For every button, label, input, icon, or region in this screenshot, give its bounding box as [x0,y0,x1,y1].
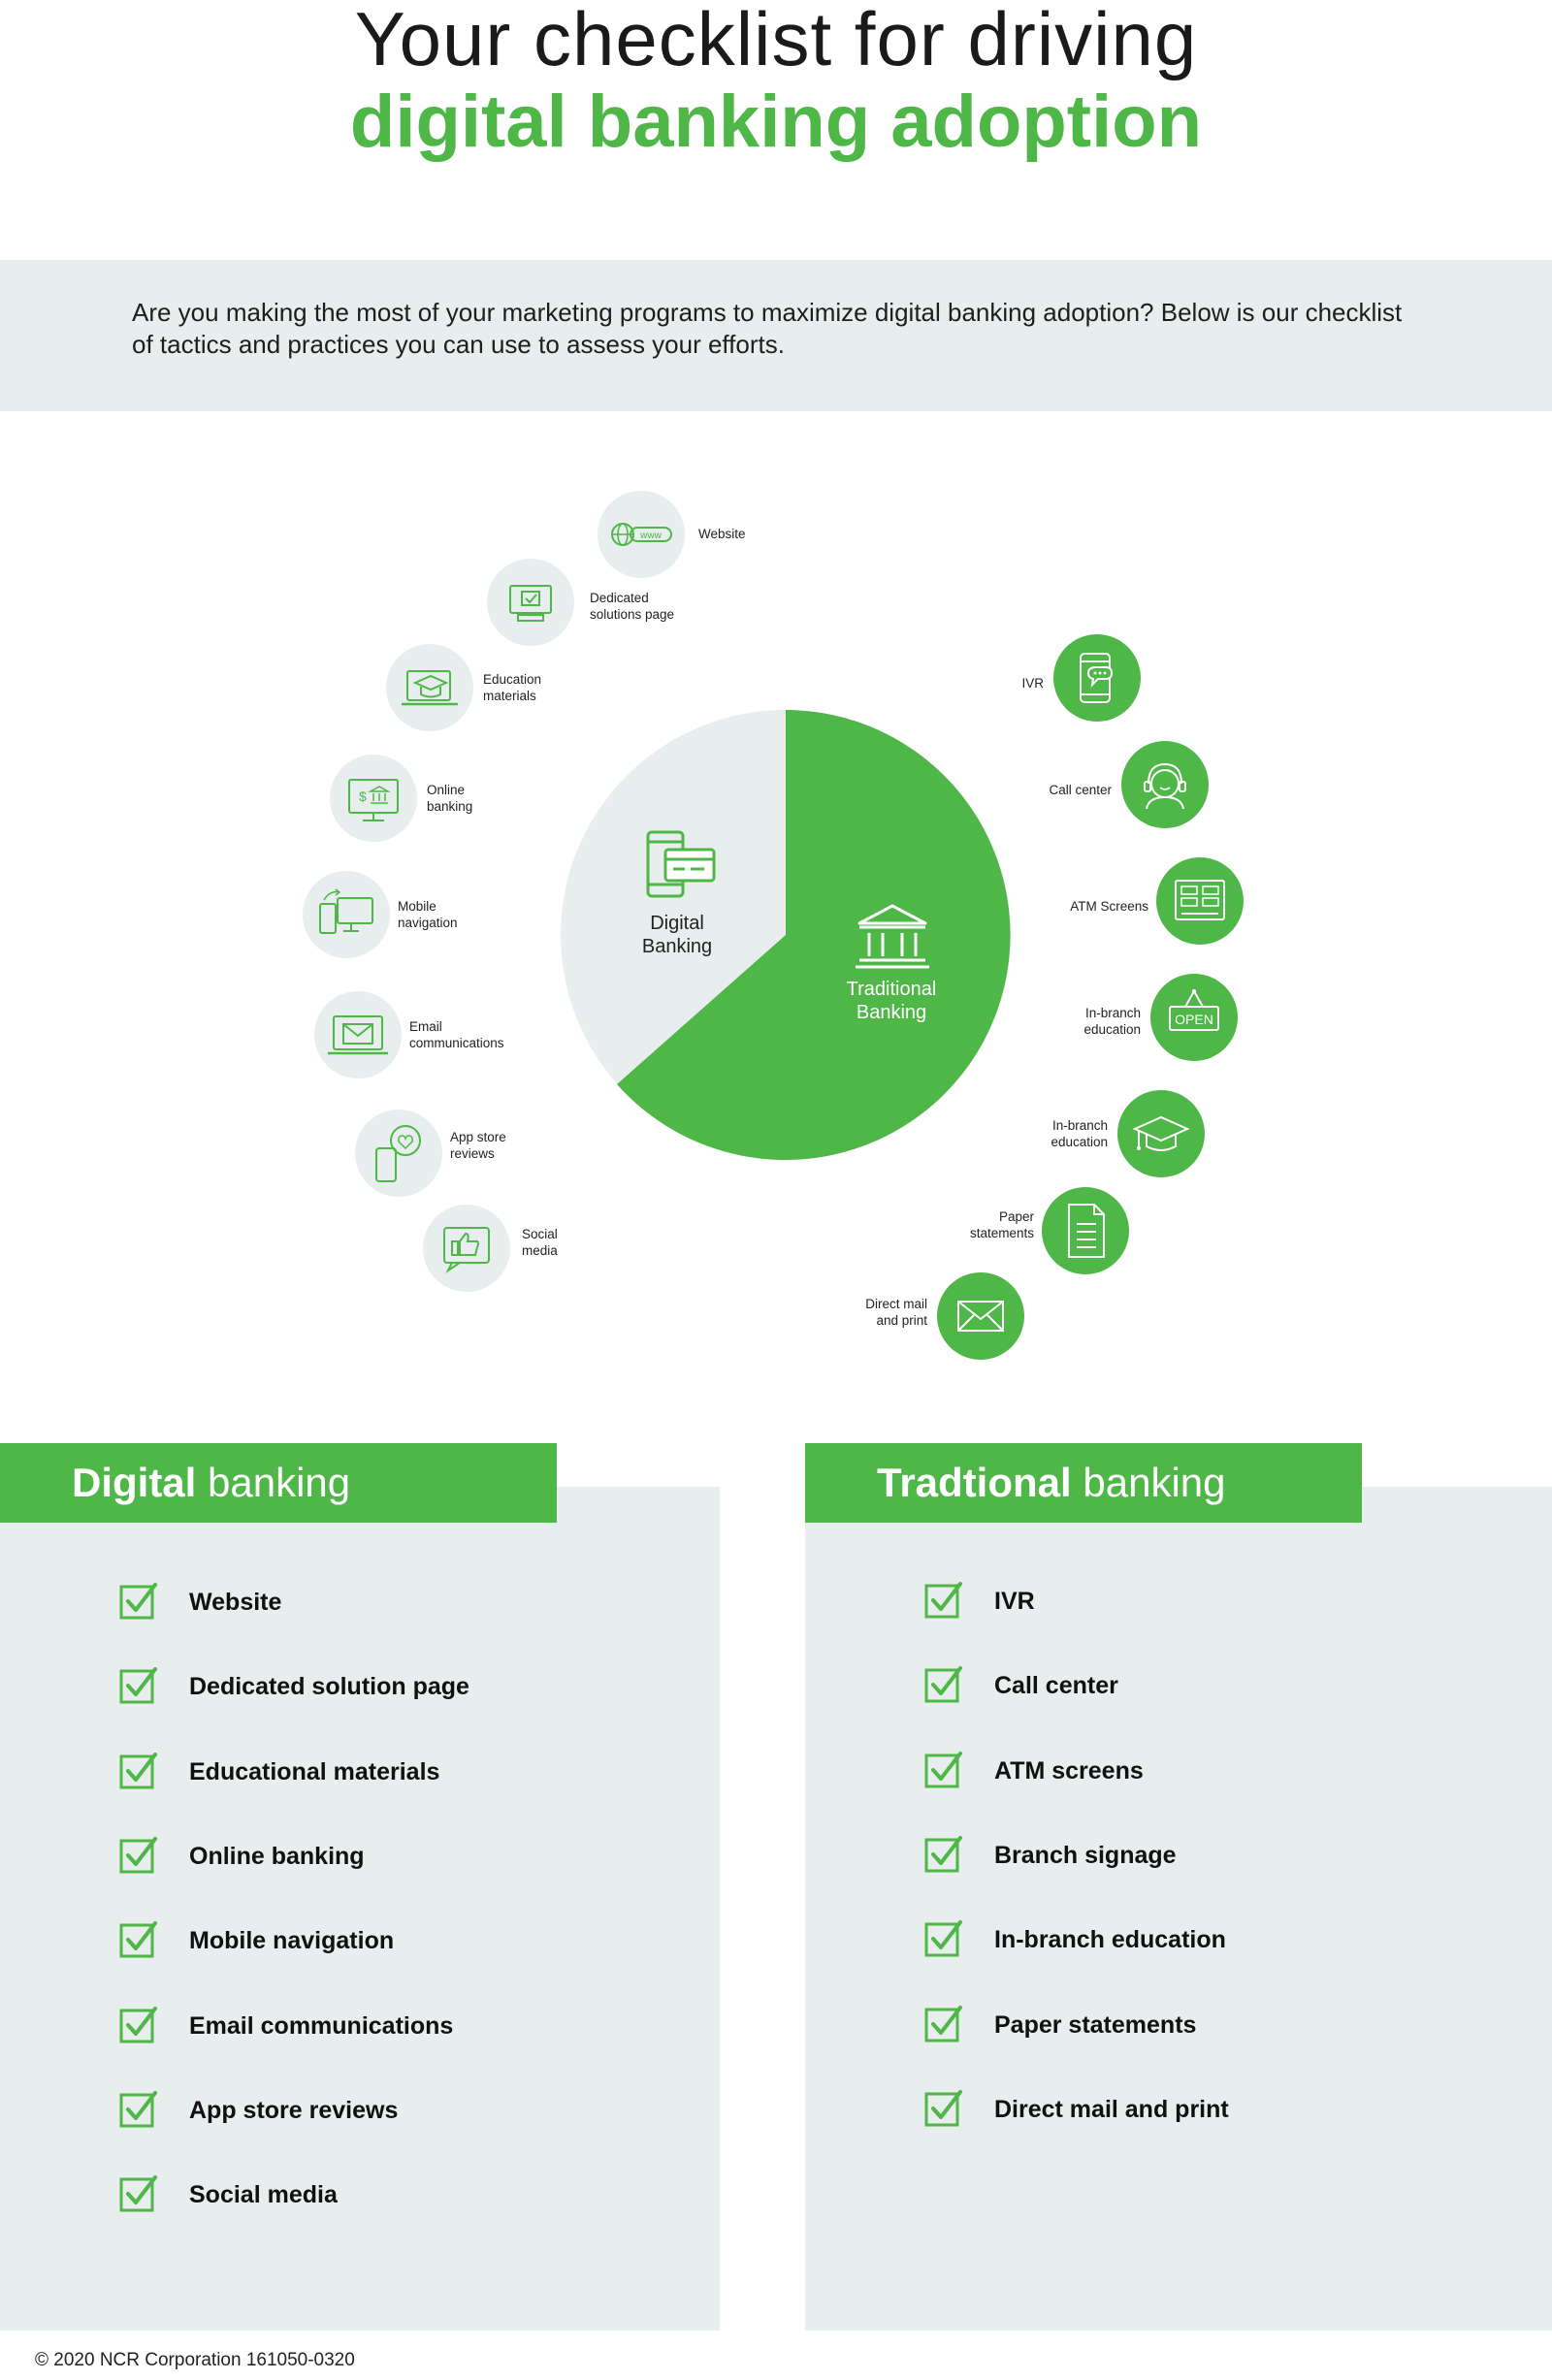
call-center-label: Call center [1049,783,1112,797]
atm-screen-channel [1156,857,1244,945]
svg-text:www: www [639,531,662,541]
intro-band [0,260,1552,411]
app-store-channel [355,1110,442,1197]
ivr-label: IVR [1021,676,1044,691]
checkbox-checked-icon [924,1920,962,1957]
checklist-item-label: Paper statements [994,2010,1197,2039]
checkbox-checked-icon [924,2089,962,2127]
checklist-item-label: Educational materials [189,1757,440,1785]
checkbox-checked-icon [924,1582,962,1619]
email-channel [314,991,402,1078]
checklist-item-label: Call center [994,1672,1118,1700]
digital-checklist-title: Digital banking [72,1460,351,1505]
graduation-cap-icon [1132,1115,1190,1151]
paper-statement-icon [1068,1204,1105,1258]
website-icon: www [611,523,672,546]
website-channel: www [598,491,685,578]
checkbox-checked-icon [119,1667,157,1704]
intro-text: Are you making the most of your marketin… [132,298,1403,359]
education-materials-channel [386,644,473,731]
social-media-icon [443,1227,490,1273]
ivr-channel [1053,634,1141,722]
checkbox-checked-icon [119,2090,157,2128]
in-branch-education-channel [1117,1090,1205,1177]
paper-statements-channel [1042,1187,1129,1274]
traditional-checklist-title: Tradtional banking [877,1460,1226,1505]
digital-checklist-panel [0,1487,720,2331]
call-center-channel [1121,741,1209,828]
social-media-channel [423,1205,510,1292]
checkbox-checked-icon [924,1666,962,1703]
checklist-item-label: Email communications [189,2011,454,2040]
mobile-navigation-channel [303,871,390,958]
mail-icon [957,1301,1004,1332]
digital-banking-icon [646,830,716,898]
atm-screen-icon [1175,880,1225,920]
atm-screen-label: ATM Screens [1070,899,1148,914]
digital-checklist-header: Digital banking [0,1443,557,1523]
checklist-item-label: Branch signage [994,1841,1177,1869]
checklist-item-label: Website [189,1589,282,1616]
checkbox-checked-icon [924,2005,962,2042]
ivr-icon [1080,653,1114,703]
checkbox-checked-icon [119,2006,157,2042]
checklist-item-label: Mobile navigation [189,1927,395,1955]
checkbox-checked-icon [119,1921,157,1958]
checklist-item-label: ATM screens [994,1756,1144,1785]
branch-signage-channel: OPEN [1150,974,1238,1061]
checklist-item-label: Dedicated solution page [189,1673,469,1701]
solutions-page-icon [509,585,552,622]
checkbox-checked-icon [119,1752,157,1789]
solutions-page-channel [487,559,574,646]
open-sign-icon: OPEN [1169,989,1219,1031]
checkbox-checked-icon [924,1835,962,1873]
checkbox-checked-icon [924,1751,962,1788]
page-title-line1: Your checklist for driving [354,0,1198,81]
online-banking-icon: $ [348,779,399,821]
call-center-icon [1144,762,1186,810]
checklist-item-label: Social media [189,2181,338,2209]
copyright: © 2020 NCR Corporation 161050-0320 [35,2350,355,2370]
website-label: Website [698,527,746,541]
checkbox-checked-icon [119,2175,157,2212]
page-title-line2: digital banking adoption [349,80,1203,163]
traditional-checklist-header: Tradtional banking [805,1443,1362,1523]
app-store-icon [375,1125,421,1182]
traditional-checklist-panel [805,1487,1552,2331]
traditional-slice [617,710,1011,1160]
checklist-item-label: Online banking [189,1842,365,1870]
mobile-navigation-icon [319,888,373,934]
bank-icon [856,904,929,969]
checklist-item-label: App store reviews [189,2096,399,2124]
open-sign-text: OPEN [1175,1012,1213,1027]
checkbox-checked-icon [119,1836,157,1874]
checklist-item-label: In-branch education [994,1926,1226,1954]
svg-text:$: $ [359,788,367,804]
online-banking-channel: $ [330,755,417,842]
email-icon [328,1015,388,1055]
direct-mail-channel [937,1272,1024,1360]
banking-pie [561,710,1011,1160]
checkbox-checked-icon [119,1583,157,1620]
education-materials-icon [402,670,458,706]
checklist-item-label: Direct mail and print [994,2095,1229,2123]
checklist-item-label: IVR [994,1588,1035,1615]
